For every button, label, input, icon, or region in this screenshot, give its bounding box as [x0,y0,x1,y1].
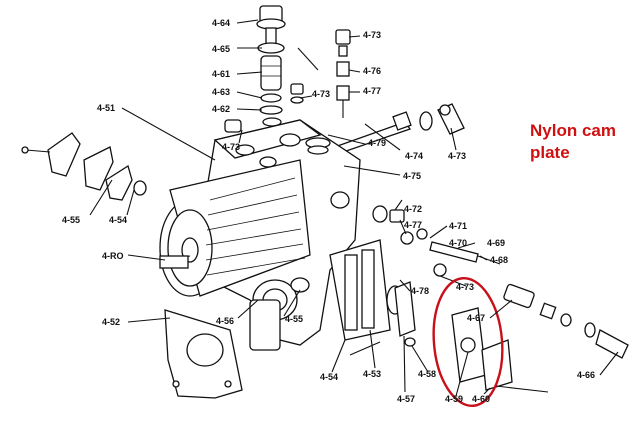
label-4-52: 4-52 [102,317,120,327]
label-4-57: 4-57 [397,394,415,404]
gear-assembly [249,277,310,351]
label-4-64: 4-64 [212,18,230,28]
label-4-73-b: 4-73 [456,282,474,292]
label-4-77-b: 4-77 [404,220,422,230]
pin [297,47,319,71]
motor [159,159,311,297]
label-4-72: 4-72 [404,204,422,214]
label-4-70: 4-70 [449,238,467,248]
piston-row-lower [439,255,629,359]
label-4-54-a: 4-54 [109,215,127,225]
label-4-ro: 4-RO [102,251,124,261]
cover-plates [21,132,147,201]
callout-label: Nylon cam plate [530,120,616,164]
label-4-66: 4-66 [577,370,595,380]
label-4-58: 4-58 [418,369,436,379]
label-4-62: 4-62 [212,104,230,114]
label-4-56: 4-56 [216,316,234,326]
label-4-67: 4-67 [467,313,485,323]
label-4-76: 4-76 [363,66,381,76]
label-4-73-e: 4-73 [363,30,381,40]
part-labels: 4-64 4-65 4-61 4-63 4-62 4-73 4-51 4-55 … [62,18,595,404]
callout-line-1: Nylon cam [530,121,616,140]
leader-lines [89,19,619,397]
label-4-68: 4-68 [490,255,508,265]
label-4-75: 4-75 [403,171,421,181]
label-4-60: 4-60 [472,394,490,404]
label-4-55-b: 4-55 [285,314,303,324]
label-4-77-a: 4-77 [363,86,381,96]
label-4-65: 4-65 [212,44,230,54]
label-4-59: 4-59 [445,394,463,404]
gasket-plate [164,309,243,399]
label-4-73-d: 4-73 [312,89,330,99]
label-4-69: 4-69 [487,238,505,248]
cam-plate [451,307,549,393]
label-4-78: 4-78 [411,286,429,296]
label-4-73-a: 4-73 [222,142,240,152]
label-4-61: 4-61 [212,69,230,79]
label-4-71: 4-71 [449,221,467,231]
label-4-53: 4-53 [363,369,381,379]
label-4-54-b: 4-54 [320,372,338,382]
top-bolt [256,5,286,45]
label-4-73-c: 4-73 [448,151,466,161]
callout-line-2: plate [530,143,570,162]
label-4-74: 4-74 [405,151,423,161]
small-plug [290,83,304,104]
spring-stack [257,42,285,127]
right-upper-column [335,29,351,118]
label-4-55-a: 4-55 [62,215,80,225]
label-4-51: 4-51 [97,103,115,113]
piston-row-upper [372,205,479,277]
label-4-63: 4-63 [212,87,230,97]
cam-plate-highlight [432,276,504,408]
bracket [329,239,416,356]
label-4-79: 4-79 [368,138,386,148]
